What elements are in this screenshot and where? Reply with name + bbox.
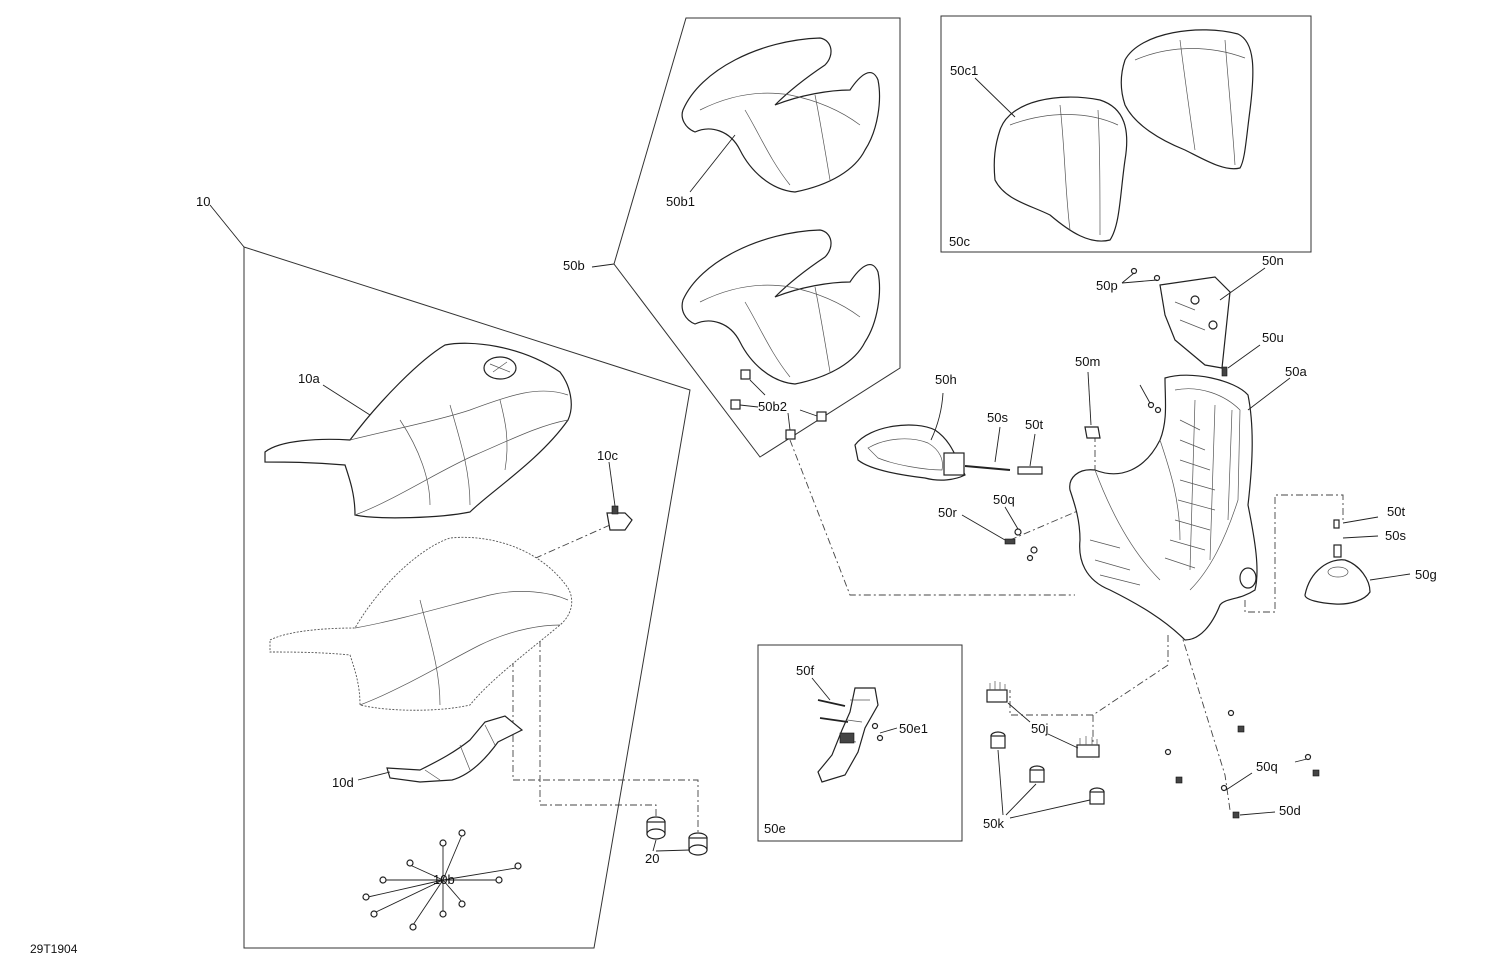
bracket-50e: [817, 687, 879, 783]
label-50h: 50h: [935, 372, 957, 387]
connector-20: [512, 600, 699, 835]
label-10d: 10d: [332, 775, 354, 790]
leader-50u: [1227, 344, 1261, 369]
label-50b2: 50b2: [758, 399, 787, 414]
bumpers-50k: [990, 731, 1105, 819]
leader-10d: [357, 771, 391, 781]
connector-50g: [1244, 494, 1344, 613]
shield-10d: [386, 715, 524, 783]
fasteners-10b: [362, 829, 522, 931]
label-50c: 50c: [949, 234, 970, 249]
mounts-50j: [986, 681, 1100, 758]
label-50j: 50j: [1031, 721, 1048, 736]
label-50c1: 50c1: [950, 63, 978, 78]
frame-group-50c: [940, 15, 1312, 253]
leader-50a: [1247, 377, 1291, 411]
connector-50j: [1009, 690, 1093, 716]
label-10a: 10a: [298, 371, 320, 386]
connector-50d: [1179, 629, 1231, 811]
leader-10a: [322, 384, 371, 416]
label-10c: 10c: [597, 448, 618, 463]
clip-10c: [606, 505, 633, 531]
backrest-50c1: [993, 96, 1128, 242]
label-50r: 50r: [938, 505, 957, 520]
label-50e: 50e: [764, 821, 786, 836]
label-50s-center: 50s: [987, 410, 1008, 425]
screws-50p: [1121, 267, 1161, 284]
label-50b1: 50b1: [666, 194, 695, 209]
frame-group-50b: [613, 17, 901, 458]
leader-50b1: [689, 134, 736, 193]
label-50u: 50u: [1262, 330, 1284, 345]
connector-50k: [1092, 635, 1169, 760]
nut-50e1: [871, 722, 898, 742]
drawing-number: 29T1904: [30, 942, 78, 956]
label-50f: 50f: [796, 663, 814, 678]
bolt-50u: [1221, 366, 1228, 377]
label-50t-center: 50t: [1025, 417, 1043, 432]
backrest-50c-rear: [1120, 29, 1254, 170]
cushion-50b1-upper: [681, 37, 881, 193]
label-50t-right: 50t: [1387, 504, 1405, 519]
seat-10a: [264, 342, 572, 519]
connector-50b2: [789, 439, 1075, 596]
cushion-50b1-lower: [681, 229, 881, 385]
foot-50g: [1304, 516, 1411, 605]
label-50n: 50n: [1262, 253, 1284, 268]
label-50e1: 50e1: [899, 721, 928, 736]
rod-50s: [964, 426, 1011, 471]
leader-50c1: [974, 77, 1016, 118]
leader-10c: [608, 461, 616, 507]
label-20: 20: [645, 851, 659, 866]
clip-50m: [1084, 371, 1101, 439]
connector-10c: [519, 524, 611, 566]
leader-10: [209, 204, 245, 248]
screw-50r: [961, 514, 1016, 545]
plate-50n: [1159, 276, 1231, 369]
sleeve-50t: [1017, 433, 1043, 475]
frame-group-50e: [757, 644, 963, 842]
connector-50rq: [1009, 509, 1081, 541]
hardware-50q-50d: [1164, 709, 1320, 819]
leader-50b: [591, 263, 615, 268]
label-50g: 50g: [1415, 567, 1437, 582]
frame-group-10: [243, 246, 691, 949]
label-50b: 50b: [563, 258, 585, 273]
label-50q-center: 50q: [993, 492, 1015, 507]
grommets-20: [646, 816, 708, 856]
washers-50q-center: [1004, 506, 1038, 562]
label-50p: 50p: [1096, 278, 1118, 293]
label-50k: 50k: [983, 816, 1004, 831]
label-50d: 50d: [1279, 803, 1301, 818]
label-50m: 50m: [1075, 354, 1100, 369]
label-50q-bottom: 50q: [1256, 759, 1278, 774]
frame-50a: [1069, 374, 1258, 641]
label-50s-right: 50s: [1385, 528, 1406, 543]
connector-20b: [539, 640, 657, 820]
label-10b: 10b: [433, 872, 455, 887]
bolts-50f: [811, 677, 849, 723]
label-10: 10: [196, 194, 210, 209]
handle-50h: [854, 392, 966, 481]
label-50a: 50a: [1285, 364, 1307, 379]
seat-base: [269, 536, 573, 711]
leader-50n: [1219, 267, 1266, 301]
clips-50b2: [730, 369, 827, 440]
